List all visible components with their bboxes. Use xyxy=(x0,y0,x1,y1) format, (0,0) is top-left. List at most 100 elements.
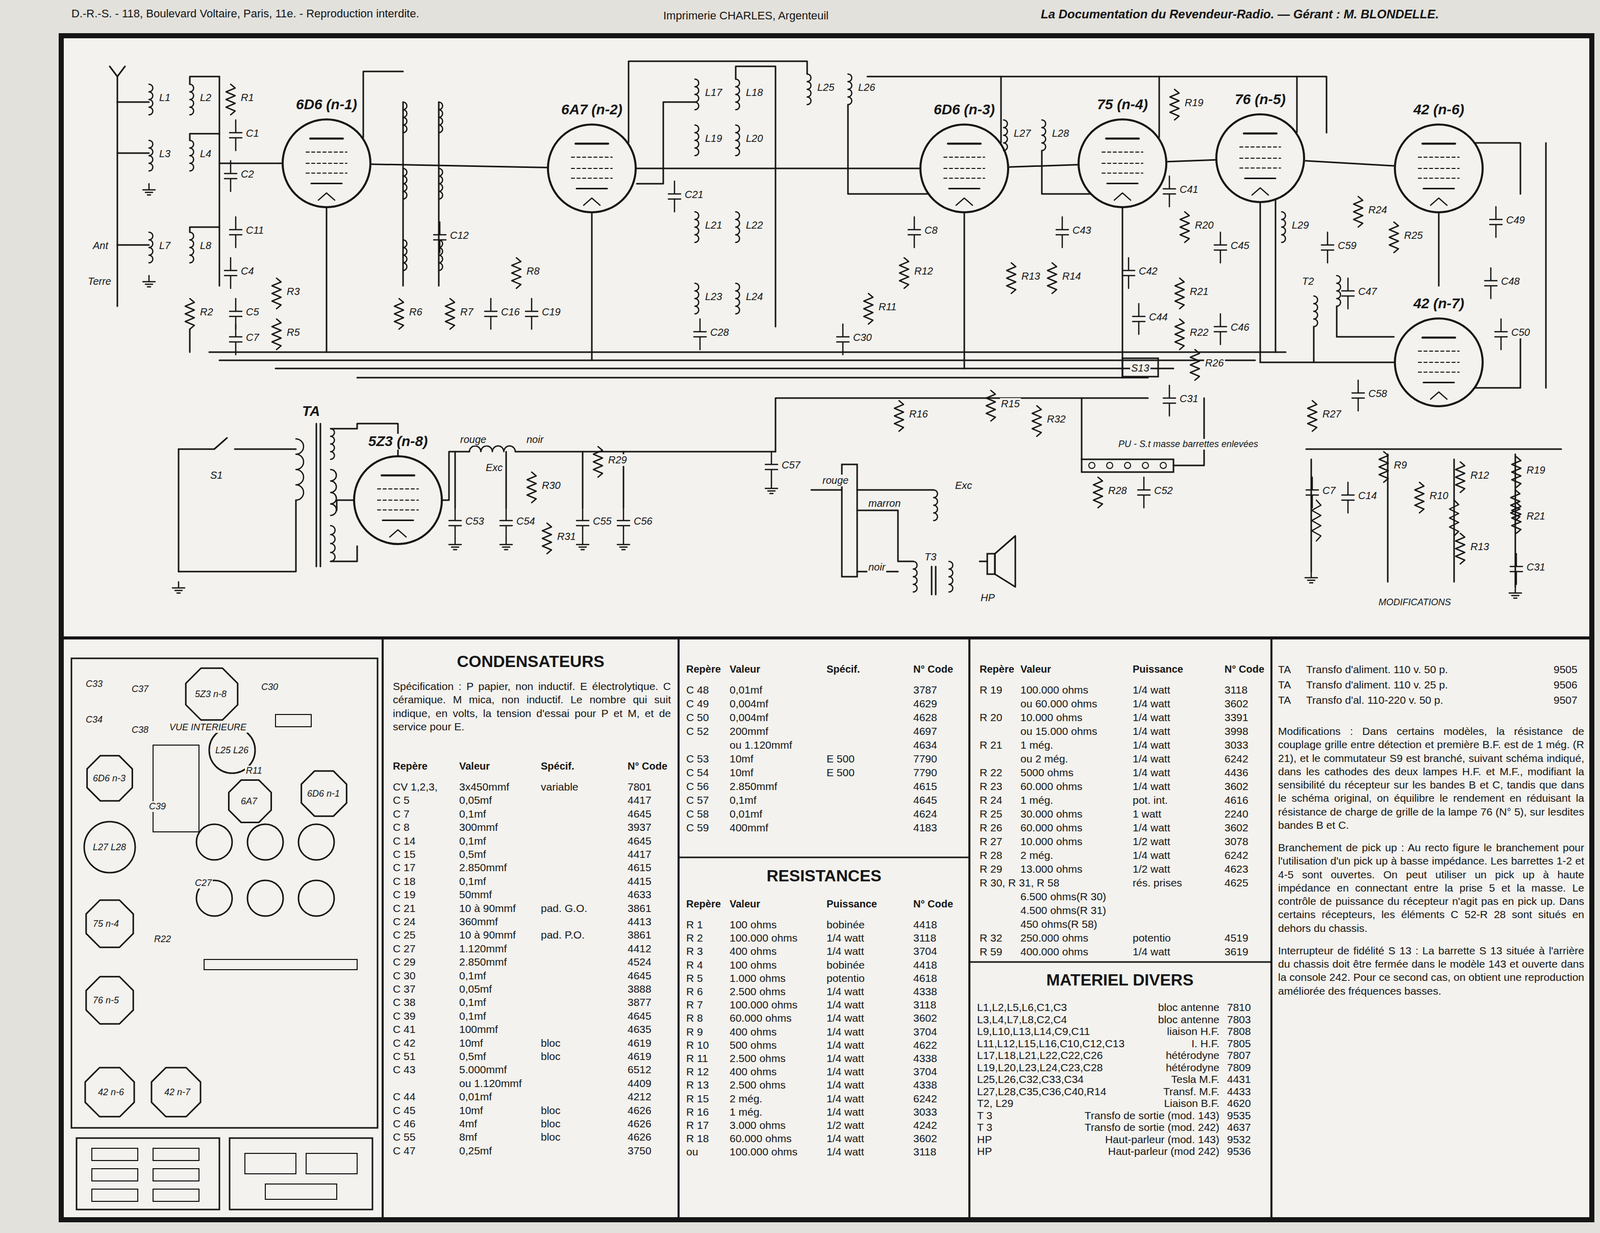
table-cell: C 49 xyxy=(686,697,709,710)
table-cell: Valeur xyxy=(729,663,761,675)
wire xyxy=(847,104,928,194)
coil-symbol xyxy=(148,140,154,171)
table-cell: hétérodyne xyxy=(1165,1048,1220,1062)
table-heading: MATERIEL DIVERS xyxy=(1046,970,1194,990)
part-label: C2 xyxy=(239,168,256,181)
part-label: 6D6 n-1 xyxy=(306,788,341,799)
table-cell: 4519 xyxy=(1224,931,1249,944)
table-cell: 4615 xyxy=(913,780,938,793)
resistor-symbol xyxy=(1389,221,1399,253)
capacitor-symbol xyxy=(484,298,497,330)
ground-symbol xyxy=(448,538,462,550)
capacitor-symbol xyxy=(1494,318,1508,350)
note-paragraph: Interrupteur de fidélité S 13 : La barre… xyxy=(1278,943,1585,998)
table-cell: 360mmf xyxy=(459,915,498,928)
wire xyxy=(1313,326,1315,363)
table-cell: 3787 xyxy=(913,683,938,696)
table-cell: 6242 xyxy=(1224,848,1249,862)
part-label: 75 n-4 xyxy=(91,918,120,930)
wire xyxy=(575,142,609,145)
table-cell: 3118 xyxy=(1224,683,1248,696)
capacitor-symbol xyxy=(1056,216,1069,248)
table-cell: 1/4 watt xyxy=(1132,780,1171,793)
table-cell: C 8 xyxy=(392,820,410,834)
table-cell: 4616 xyxy=(1224,793,1249,807)
ground-symbol xyxy=(765,482,778,494)
wire xyxy=(1158,76,1161,138)
can-outline xyxy=(1160,462,1167,469)
wire xyxy=(306,162,347,164)
coil-symbol xyxy=(438,168,443,199)
tube-label: 42 (n-6) xyxy=(1411,102,1467,118)
table-cell: C 50 xyxy=(686,711,709,724)
table-cell: 3602 xyxy=(1224,821,1249,834)
part-label: C1 xyxy=(244,127,261,140)
table-cell: 0,1mf xyxy=(459,875,487,888)
part-label: L3 xyxy=(158,147,172,160)
table-cell: R 24 xyxy=(979,793,1003,807)
note-paragraph: Modifications : Dans certains modèles, l… xyxy=(1278,724,1585,832)
part-label: R19 xyxy=(1183,96,1205,109)
part-label: Ant xyxy=(91,239,110,252)
part-label: marron xyxy=(867,497,902,510)
socket-outline xyxy=(86,900,134,947)
capacitor-symbol xyxy=(1214,313,1227,345)
capacitor-symbol xyxy=(229,119,242,151)
table-cell: 7809 xyxy=(1227,1061,1252,1074)
table-cell: 5.000mmf xyxy=(459,1063,507,1076)
part-label: R1 xyxy=(239,91,256,104)
table-cell: 4436 xyxy=(1224,766,1249,779)
table-cell: 2.500 ohms xyxy=(729,985,786,998)
part-label: C8 xyxy=(923,224,939,237)
table-cell: 3118 xyxy=(913,931,937,944)
wire xyxy=(1270,637,1273,1220)
capacitor-symbol xyxy=(1214,232,1227,263)
table-cell: L3,L4,L7,L8,C2,C4 xyxy=(977,1013,1067,1026)
wire xyxy=(857,489,934,491)
table-cell: C 39 xyxy=(392,1009,416,1022)
wire xyxy=(935,566,937,595)
wire xyxy=(1081,397,1083,460)
table-cell: bloc xyxy=(540,1104,561,1117)
part-label: C41 xyxy=(1178,183,1200,196)
resistor-symbol xyxy=(1353,196,1363,228)
wire xyxy=(117,152,149,155)
table-cell: 3861 xyxy=(627,902,652,915)
tube-label: 76 (n-5) xyxy=(1232,91,1288,108)
table-cell: 3033 xyxy=(1224,738,1249,752)
socket-outline xyxy=(87,755,133,802)
wire xyxy=(1418,177,1460,179)
frame xyxy=(244,1153,296,1174)
table-cell: C 42 xyxy=(392,1036,416,1049)
table-heading: RESISTANCES xyxy=(766,866,882,886)
coil-symbol xyxy=(148,232,154,263)
table-cell: 3602 xyxy=(913,1011,938,1024)
wire xyxy=(189,227,220,233)
table-cell: 4409 xyxy=(627,1077,652,1090)
coil-symbol xyxy=(1003,119,1008,151)
socket-outline xyxy=(85,1067,135,1117)
wire xyxy=(1336,306,1394,337)
table-cell: 3877 xyxy=(627,995,652,1009)
frame xyxy=(91,1188,138,1202)
table-cell: 50mmf xyxy=(459,888,492,901)
wire xyxy=(1423,381,1455,384)
wire xyxy=(1275,200,1277,353)
part-label: C56 xyxy=(632,515,654,528)
table-cell: 1/4 watt xyxy=(1132,945,1171,958)
table-cell: Transfo de sortie (mod. 242) xyxy=(1084,1120,1220,1134)
table-cell: 6242 xyxy=(913,1092,938,1105)
wire xyxy=(1545,142,1547,388)
wire xyxy=(1418,156,1460,158)
table-cell: 100.000 ohms xyxy=(729,998,798,1011)
frame xyxy=(71,658,378,1128)
socket-outline xyxy=(86,976,134,1024)
can-outline xyxy=(1106,462,1113,469)
capacitor-symbol xyxy=(229,323,242,355)
table-cell: 3704 xyxy=(913,944,938,958)
wire xyxy=(178,437,228,449)
table-cell: 3x450mmf xyxy=(459,780,510,793)
table-cell: 0,01mf xyxy=(729,807,763,820)
coil-symbol xyxy=(913,561,918,592)
